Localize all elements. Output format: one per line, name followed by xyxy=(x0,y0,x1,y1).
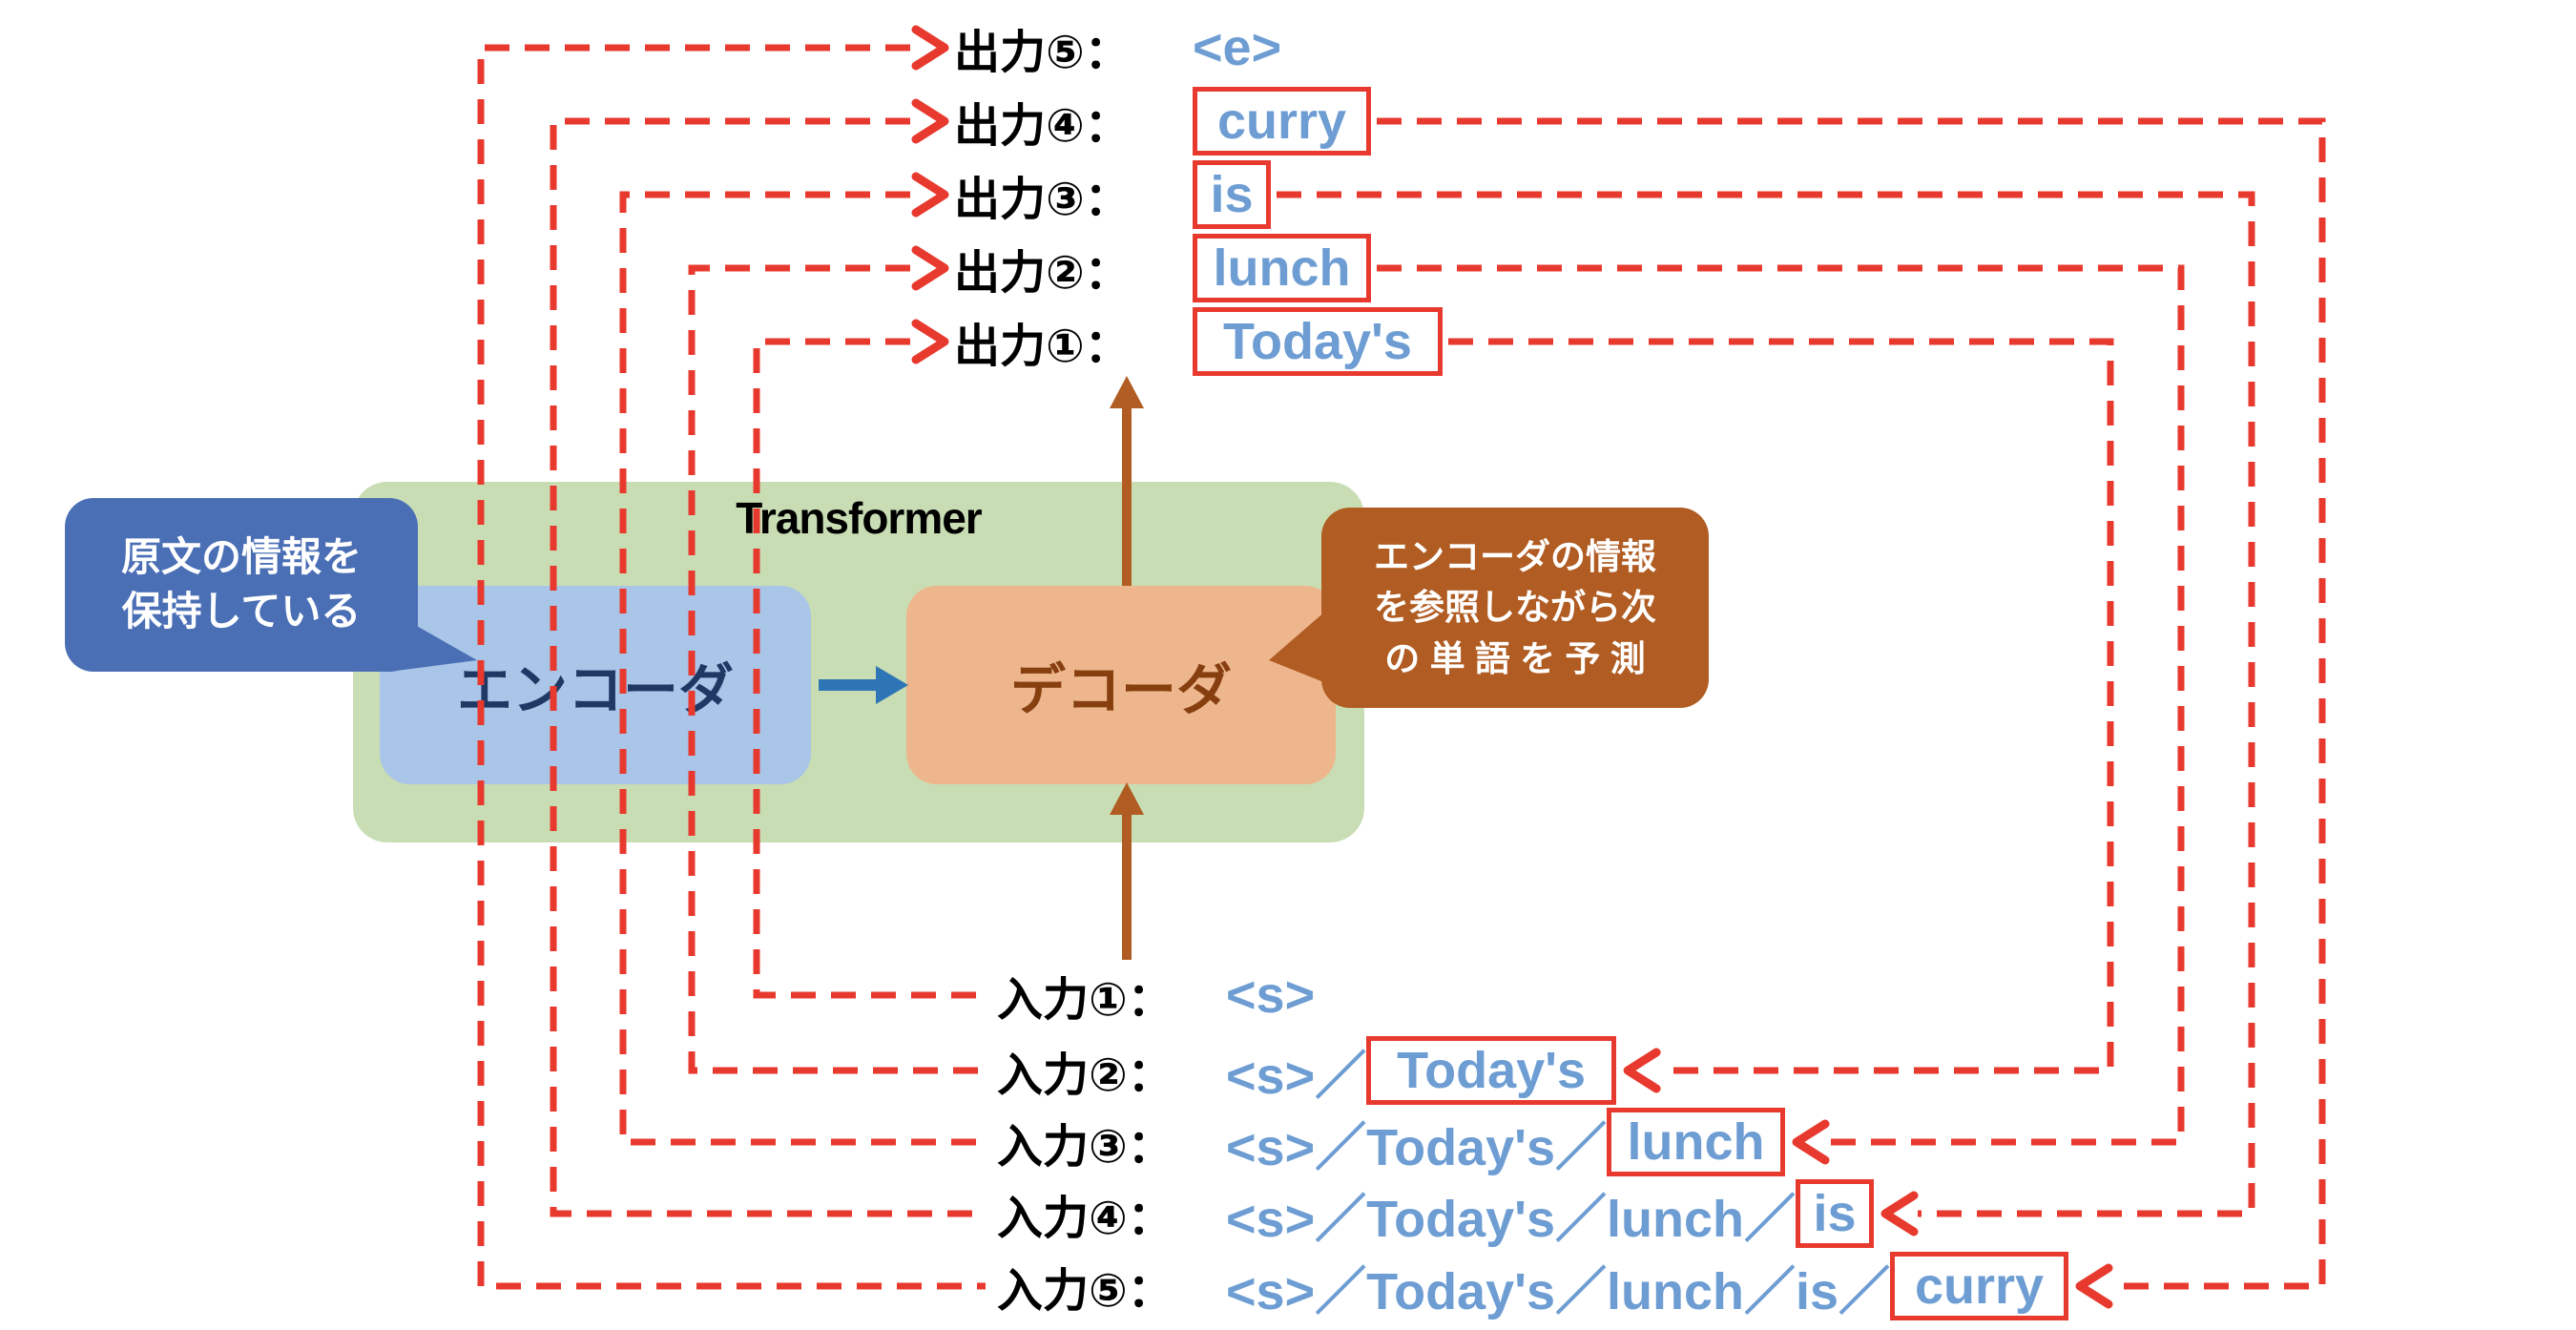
input-sequence-4: <s>／Today's／lunch／ xyxy=(1226,1190,1796,1248)
encoder-label: エンコーダ xyxy=(456,659,734,721)
transformer-title: Transformer xyxy=(736,493,982,543)
input-sequence-2: <s>／ xyxy=(1226,1047,1367,1105)
output-row-2: 出力②： lunch xyxy=(954,232,1371,304)
decoder-note-text: エンコーダの情報 を参照しながら次 の 単 語 を 予 測 xyxy=(1374,536,1656,678)
decoder-box: デコーダ xyxy=(906,586,1336,784)
output-word-5: <e> xyxy=(1193,19,1282,76)
input-new-word-2: Today's xyxy=(1366,1036,1617,1105)
decoder-note-bubble: エンコーダの情報 を参照しながら次 の 単 語 を 予 測 xyxy=(1321,508,1709,708)
output-word-1: Today's xyxy=(1193,307,1443,376)
output-label-5: 出力⑤： xyxy=(954,28,1131,78)
output-label-3: 出力③： xyxy=(954,175,1131,225)
output-word-2: lunch xyxy=(1193,234,1371,302)
input-label-5: 入力⑤： xyxy=(997,1266,1174,1317)
input-row-3: 入力③： <s>／Today's／ lunch xyxy=(997,1106,1785,1178)
input-sequence-1: <s> xyxy=(1226,966,1316,1024)
output-row-4: 出力④： curry xyxy=(954,85,1371,157)
input-new-word-3: lunch xyxy=(1607,1108,1785,1176)
encoder-note-bubble: 原文の情報を 保持している xyxy=(65,498,418,672)
output-word-4: curry xyxy=(1193,87,1371,156)
input-row-2: 入力②： <s>／ Today's xyxy=(997,1034,1617,1107)
output-row-5: 出力⑤： <e> xyxy=(954,11,1281,84)
output-label-1: 出力①： xyxy=(954,322,1131,372)
input-label-2: 入力②： xyxy=(997,1050,1174,1101)
input-sequence-3: <s>／Today's／ xyxy=(1226,1118,1607,1176)
output-row-3: 出力③： is xyxy=(954,158,1271,231)
output-label-4: 出力④： xyxy=(954,101,1131,152)
input-sequence-5: <s>／Today's／lunch／is／ xyxy=(1226,1262,1891,1320)
encoder-note-text: 原文の情報を 保持している xyxy=(120,534,362,634)
output-word-3: is xyxy=(1193,160,1271,229)
input-row-5: 入力⑤： <s>／Today's／lunch／is／ curry xyxy=(997,1250,2069,1322)
encoder-box: エンコーダ xyxy=(380,586,811,784)
output-row-1: 出力①： Today's xyxy=(954,305,1443,378)
decoder-label: デコーダ xyxy=(1009,659,1232,721)
input-row-4: 入力④： <s>／Today's／lunch／ is xyxy=(997,1177,1874,1250)
input-new-word-5: curry xyxy=(1890,1252,2069,1320)
input-new-word-4: is xyxy=(1795,1179,1874,1248)
input-row-1: 入力①： <s> xyxy=(997,959,1315,1031)
input-label-4: 入力④： xyxy=(997,1194,1174,1244)
output-label-2: 出力②： xyxy=(954,248,1131,299)
input-label-1: 入力①： xyxy=(997,975,1174,1026)
input-label-3: 入力③： xyxy=(997,1122,1174,1173)
